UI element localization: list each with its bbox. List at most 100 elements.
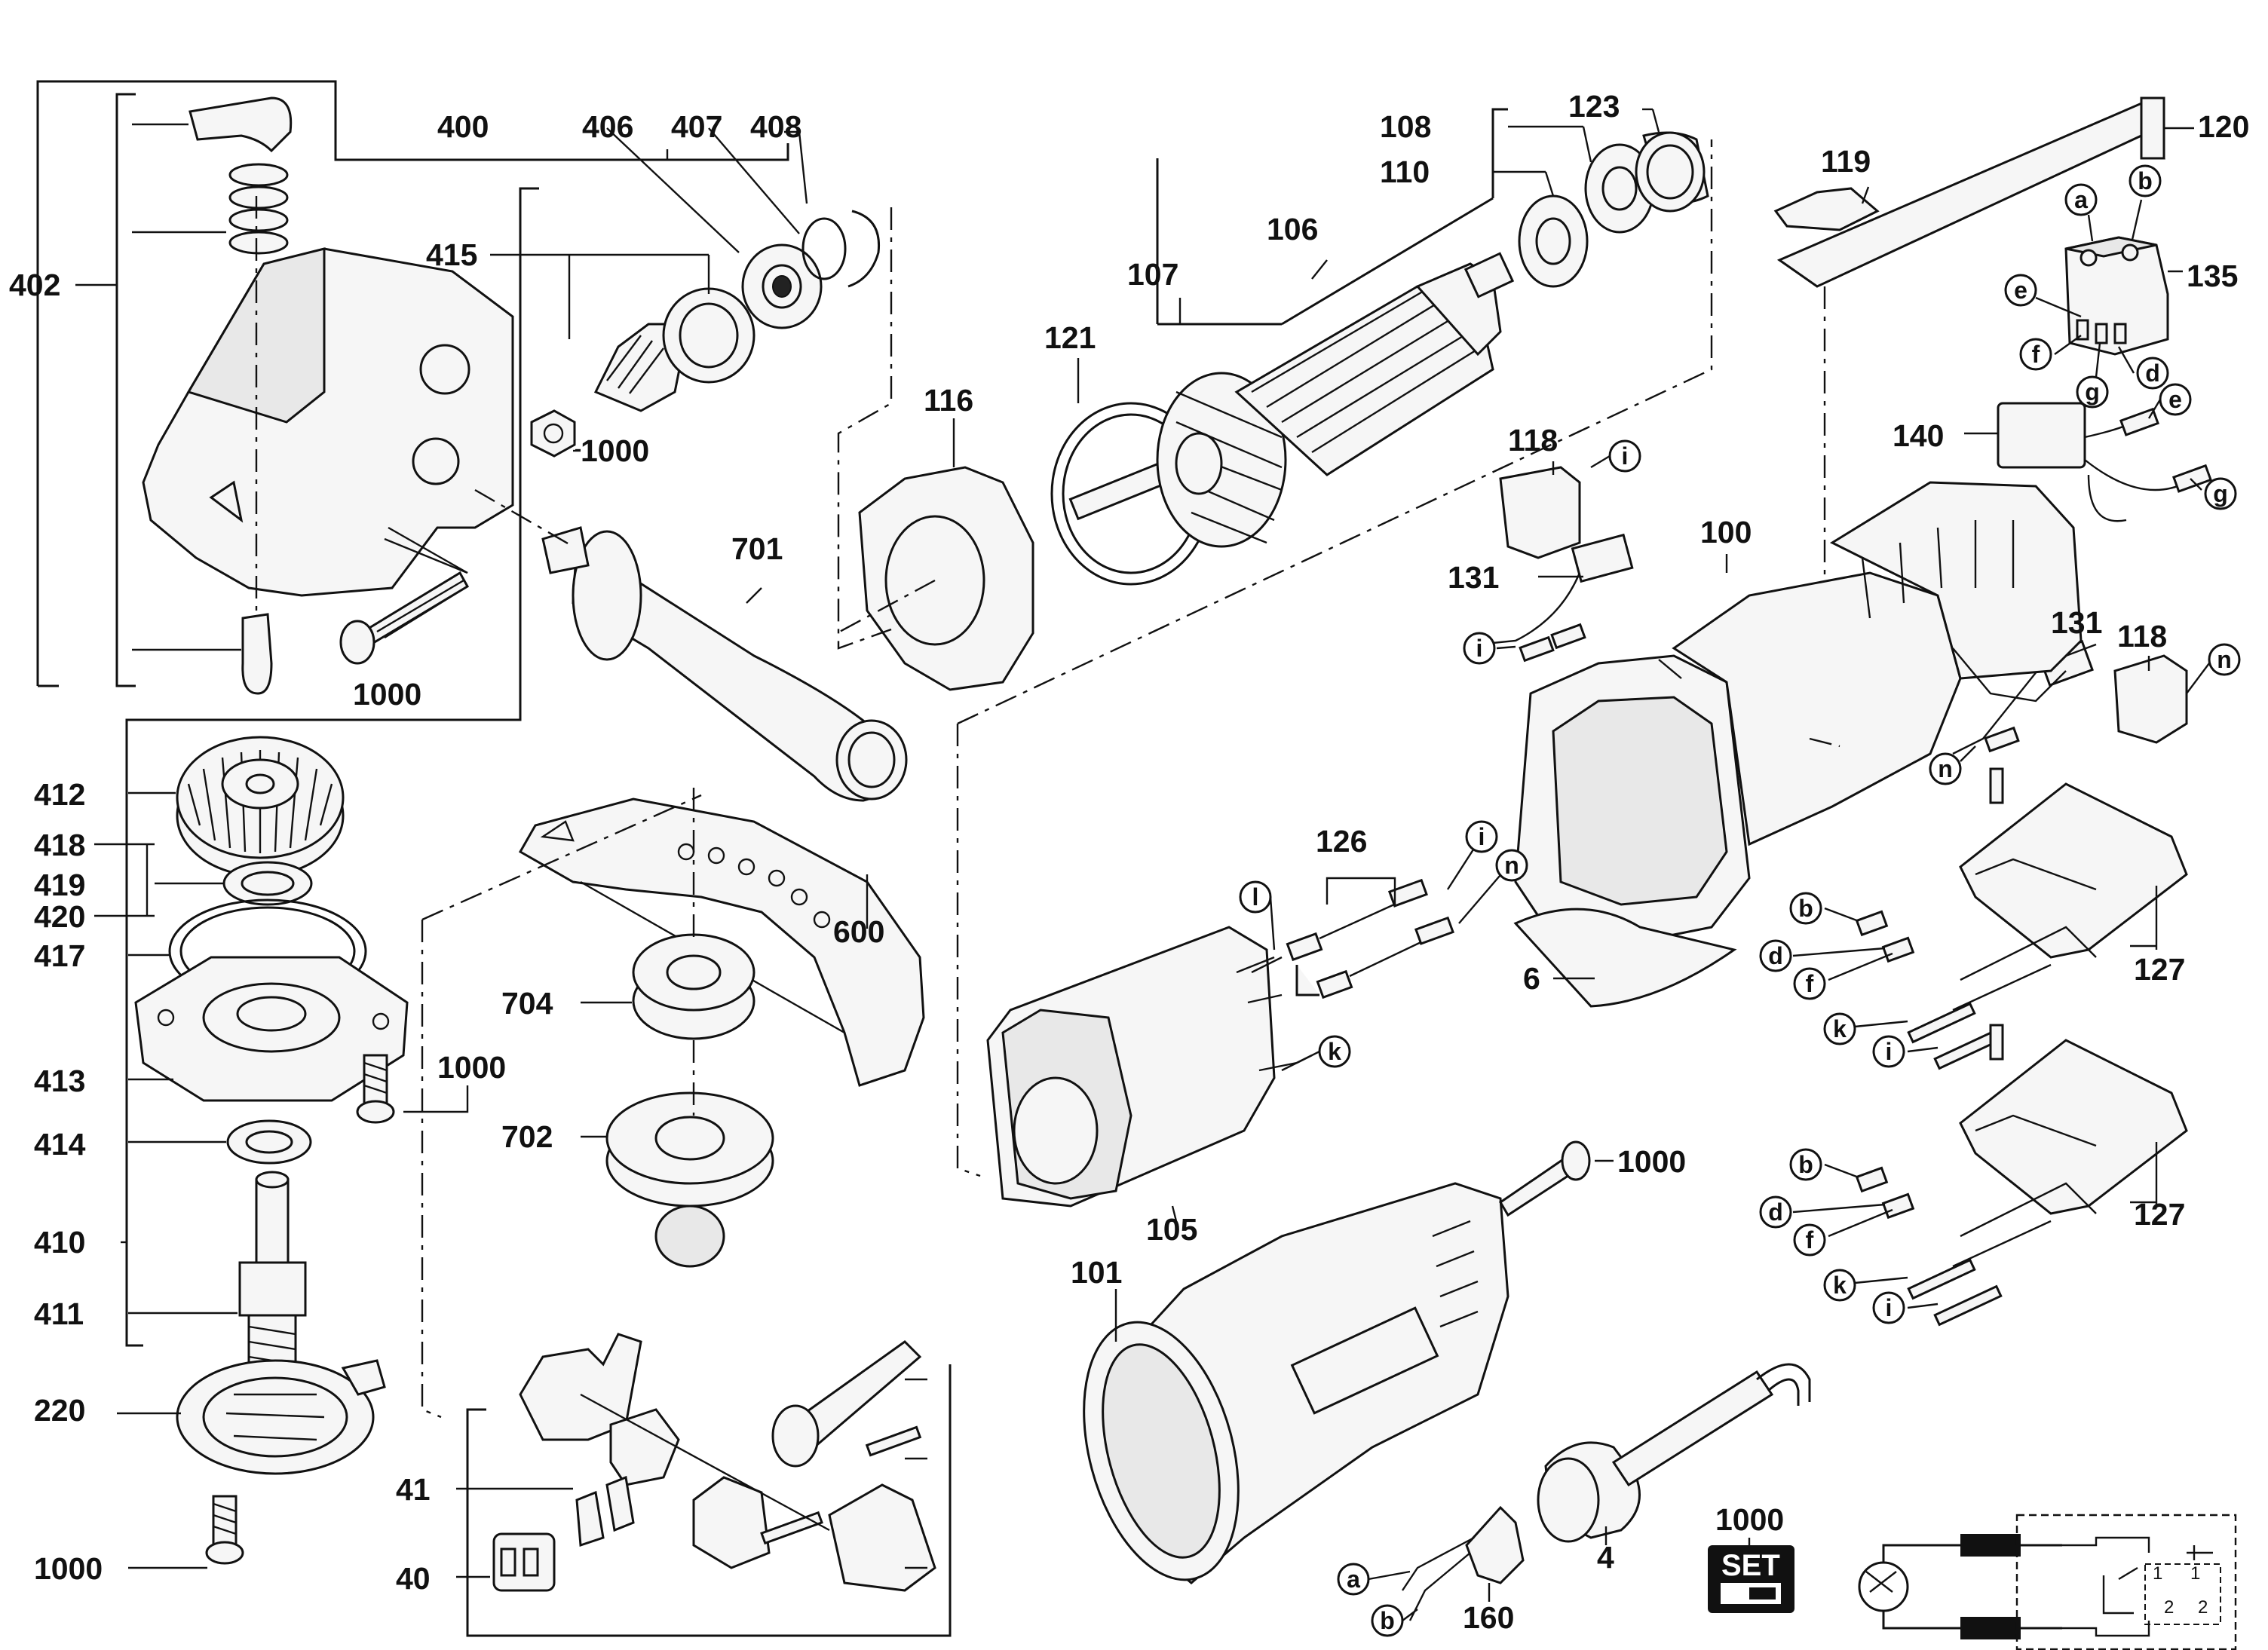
svg-text:g: g (2213, 480, 2228, 507)
callout-i-5: i (1872, 1291, 1905, 1324)
label-418: 418 (34, 828, 85, 862)
label-406: 406 (582, 109, 633, 144)
screw-1000-flange (356, 1054, 469, 1124)
callout-i-1: i (1608, 439, 1641, 473)
field-stator-105 (986, 926, 1319, 1208)
label-1000-c: 1000 (437, 1050, 506, 1085)
svg-text:i: i (1886, 1038, 1893, 1065)
cord-switch-assembly (456, 1333, 952, 1637)
label-417: 417 (34, 938, 85, 973)
label-1000-b: 1000 (353, 677, 421, 712)
label-413: 413 (34, 1064, 85, 1098)
flange-nut-704 (581, 788, 755, 1040)
nameplate-6 (1513, 908, 1737, 1008)
callout-k-1: k (1318, 1035, 1351, 1068)
label-411: 411 (34, 1296, 84, 1331)
svg-text:n: n (1938, 755, 1953, 782)
callout-e-1: e (2004, 274, 2037, 307)
gear-housing-402 (132, 96, 514, 695)
label-118-b: 118 (2117, 619, 2167, 654)
callout-k-2: k (1823, 1012, 1856, 1045)
label-412: 412 (34, 777, 85, 812)
wiring-schematic: 1 1 2 2 (1858, 1514, 2237, 1650)
svg-text:a: a (1347, 1566, 1360, 1593)
callout-k-3: k (1823, 1269, 1856, 1302)
label-220: 220 (34, 1393, 85, 1428)
label-126: 126 (1316, 824, 1367, 859)
label-1000-e: 1000 (1617, 1144, 1686, 1179)
label-108: 108 (1380, 109, 1431, 144)
bearings-110-108-123 (1493, 108, 1709, 288)
screw-1000-housing (339, 526, 470, 665)
callout-i-4: i (1872, 1035, 1905, 1068)
gear-head-group-bracket (36, 80, 789, 1347)
label-415: 415 (426, 237, 477, 272)
svg-text:l: l (1252, 883, 1259, 911)
label-121: 121 (1044, 320, 1096, 355)
svg-text:e: e (2014, 277, 2027, 304)
power-cable-4 (1537, 1363, 1811, 1545)
brush-holder-118-right (1952, 640, 2188, 755)
svg-text:f: f (1806, 1226, 1814, 1254)
callout-n-3: n (1495, 849, 1528, 882)
set-badge-text: SET (1721, 1549, 1780, 1582)
label-119: 119 (1821, 144, 1871, 179)
label-110: 110 (1380, 155, 1430, 189)
label-127-b: 127 (2134, 1197, 2185, 1232)
svg-text:n: n (2217, 646, 2232, 673)
label-101: 101 (1071, 1255, 1122, 1290)
label-140: 140 (1893, 418, 1944, 453)
label-131-a: 131 (1448, 560, 1499, 595)
callout-i-2: i (1463, 632, 1496, 665)
callout-n-1: n (2208, 643, 2241, 676)
label-419: 419 (34, 868, 85, 902)
label-600: 600 (833, 914, 884, 949)
bevel-gear-412 (128, 736, 345, 877)
label-105: 105 (1146, 1212, 1197, 1247)
washer-414 (128, 1119, 312, 1165)
svg-text:i: i (1622, 442, 1629, 470)
svg-text:i: i (1479, 823, 1485, 850)
label-135: 135 (2187, 259, 2238, 293)
svg-text:b: b (1380, 1607, 1395, 1634)
label-120: 120 (2198, 109, 2249, 144)
callout-e-2: e (2159, 383, 2192, 416)
label-410: 410 (34, 1225, 85, 1260)
svg-text:n: n (1504, 852, 1519, 879)
callout-d-1: d (2136, 357, 2169, 390)
motor-housing-100 (1514, 481, 2083, 944)
washer-419 (222, 861, 313, 906)
callout-b-4: b (1371, 1604, 1404, 1637)
label-702: 702 (501, 1119, 553, 1154)
svg-text:g: g (2085, 378, 2100, 406)
bearing-flange-413 (128, 956, 409, 1102)
schematic-t2: 1 (2190, 1563, 2200, 1584)
callout-n-2: n (1929, 752, 1962, 785)
connectors-126 (1286, 877, 1454, 999)
label-704: 704 (501, 986, 553, 1021)
label-123: 123 (1568, 89, 1620, 124)
screw-1000-cover (1498, 1140, 1614, 1217)
brush-holder-118-left (1477, 466, 1634, 663)
label-107: 107 (1127, 257, 1178, 292)
motor-cover-101 (1083, 1182, 1509, 1584)
svg-text:a: a (2074, 186, 2088, 213)
assembly-axis-line-2 (956, 724, 981, 1177)
label-40: 40 (396, 1561, 431, 1596)
label-100: 100 (1700, 515, 1752, 549)
callout-a-1: a (2064, 183, 2098, 216)
callout-l-1: l (1239, 880, 1272, 914)
label-400: 400 (437, 109, 489, 144)
svg-text:b: b (2138, 167, 2153, 194)
callout-d-2: d (1759, 939, 1792, 972)
label-106: 106 (1267, 212, 1318, 246)
switch-135 (2064, 236, 2183, 356)
spindle-bearing-group (490, 127, 881, 458)
svg-text:f: f (1806, 970, 1814, 997)
capacitor-140 (1997, 402, 2212, 522)
switch-rod-120 (1773, 96, 2194, 626)
svg-text:b: b (1798, 895, 1813, 922)
label-6: 6 (1523, 961, 1540, 996)
lock-plate-220 (117, 1359, 386, 1475)
